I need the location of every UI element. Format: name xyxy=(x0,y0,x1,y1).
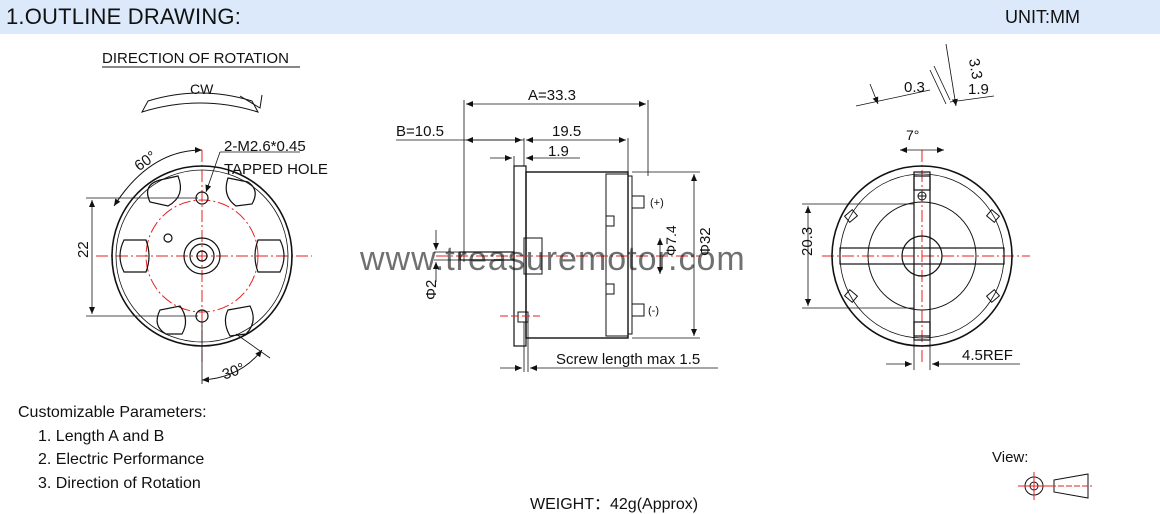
rotation-arrow xyxy=(140,92,260,113)
params-title: Customizable Parameters: xyxy=(18,404,207,421)
front-view: DIRECTION OF ROTATION CW xyxy=(75,50,328,384)
dim-203: 20.3 xyxy=(799,227,816,256)
watermark: www.treasuremotor.com xyxy=(359,240,746,278)
params-item-1: 1. Length A and B xyxy=(38,427,165,445)
terminal-positive: (+) xyxy=(650,197,664,209)
projection-symbol-icon xyxy=(1018,472,1092,500)
unit-label: UNIT:MM xyxy=(1005,7,1080,27)
screw-note: Screw length max 1.5 xyxy=(556,351,700,368)
terminal-negative: (-) xyxy=(648,305,659,317)
side-view: A=33.3 B=10.5 19.5 1.9 (+) (-) Screw len… xyxy=(396,87,718,372)
tapped-hole-spec: 2-M2.6*0.45 xyxy=(224,138,306,155)
dim-boss-dia: Φ7.4 xyxy=(663,225,679,256)
dim-body-dia: Φ32 xyxy=(697,227,714,256)
dim-b: B=10.5 xyxy=(396,123,444,140)
dim-03: 0.3 xyxy=(904,79,925,96)
view-label: View: xyxy=(992,449,1029,466)
dim-ref: 4.5REF xyxy=(962,347,1013,364)
customizable-params: Customizable Parameters: 1. Length A and… xyxy=(18,401,207,495)
page-title: 1.OUTLINE DRAWING: xyxy=(6,4,242,29)
dim-boss: 1.9 xyxy=(548,143,569,160)
motor-body-rear xyxy=(831,165,1013,347)
tapped-hole-label: TAPPED HOLE xyxy=(224,161,328,178)
rotation-title: DIRECTION OF ROTATION xyxy=(102,50,289,67)
rotation-direction: CW xyxy=(190,81,214,97)
angle-60: 60° xyxy=(131,148,159,175)
params-item-2: 2. Electric Performance xyxy=(38,451,205,468)
dim-33: 3.3 xyxy=(965,57,985,80)
rear-view: 7° 0.3 3.3 1.9 20.3 4.5REF xyxy=(799,43,1030,370)
angle-30: 30° xyxy=(220,360,247,384)
dim-a: A=33.3 xyxy=(528,87,576,104)
dim-body-length: 19.5 xyxy=(552,123,581,140)
weight-note: WEIGHT：42g(Approx) xyxy=(530,496,699,513)
header-bar: 1.OUTLINE DRAWING: UNIT:MM xyxy=(0,0,1160,34)
angle-7: 7° xyxy=(906,127,919,143)
dim-19: 1.9 xyxy=(968,81,989,98)
params-item-3: 3. Direction of Rotation xyxy=(38,474,201,492)
dim-shaft-dia: Φ2 xyxy=(423,280,440,300)
dim-22: 22 xyxy=(75,241,92,258)
